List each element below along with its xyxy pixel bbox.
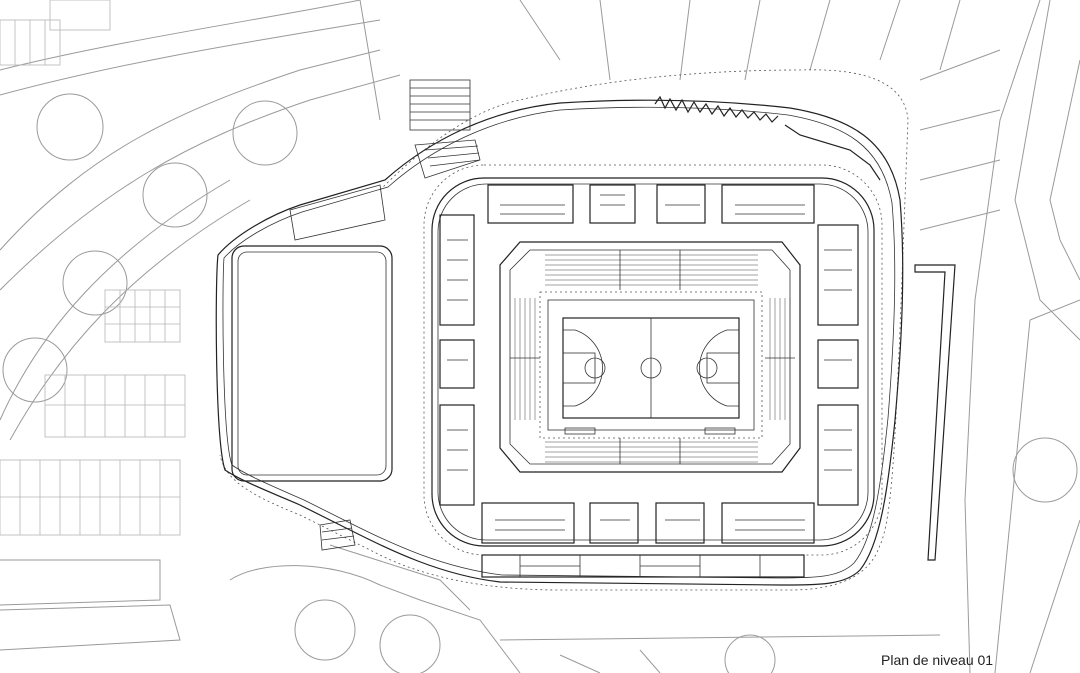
arena-building [215, 69, 956, 591]
basketball-court [562, 317, 740, 419]
plan-caption: Plan de niveau 01 [881, 652, 994, 668]
